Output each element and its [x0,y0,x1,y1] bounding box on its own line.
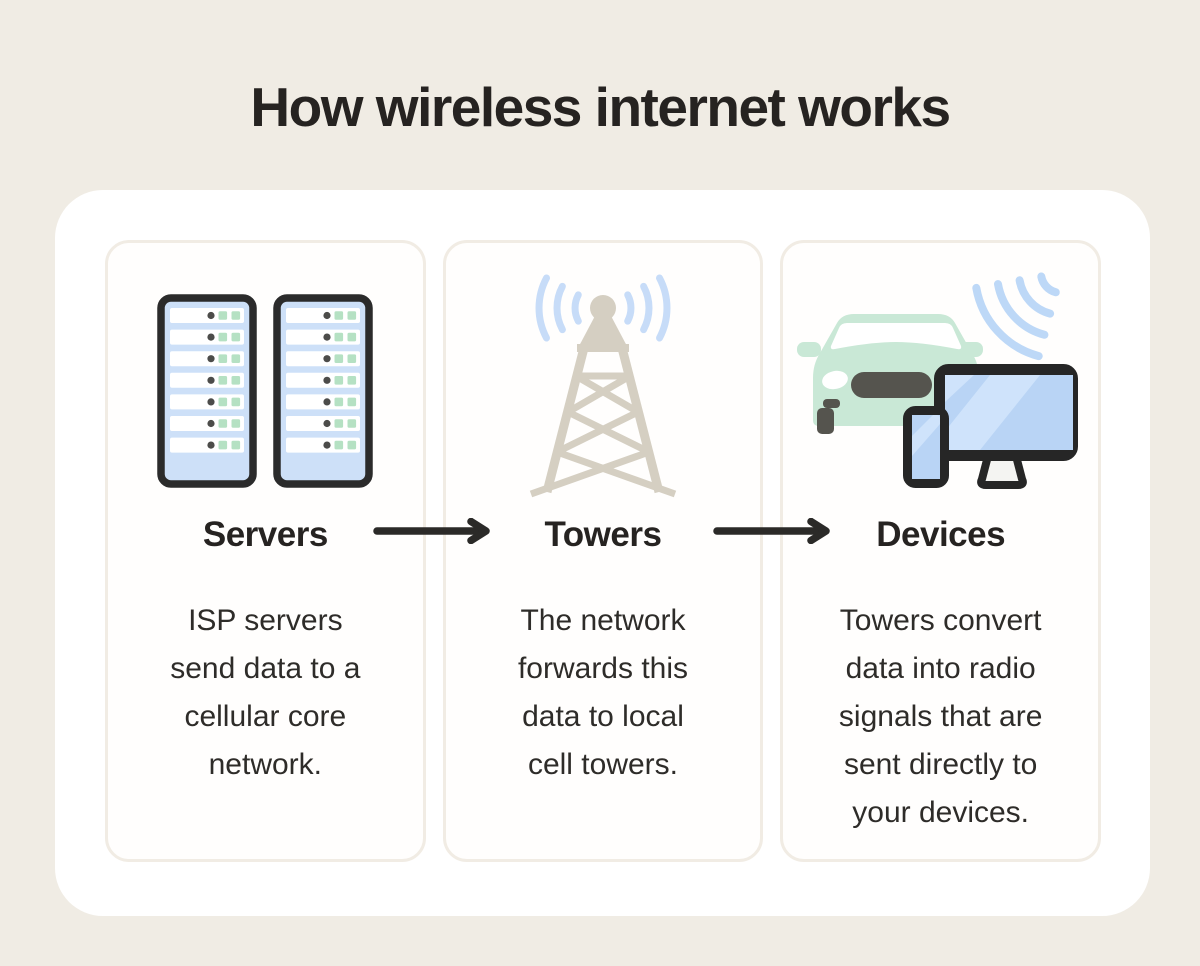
devices-icon [796,272,1078,489]
monitor-stand-icon [976,451,1027,489]
signal-waves-icon [971,272,1060,360]
panel-towers: Towers The network forwards this data to… [442,240,764,862]
server-racks-icon [157,293,374,488]
panel-desc-servers: ISP servers send data to a cellular core… [170,604,361,781]
monitor-icon [933,363,1078,461]
panel-desc-devices: Towers convert data into radio signals t… [838,604,1043,829]
devices-icon-box [783,272,1098,508]
content-card: Servers ISP servers send data to a cellu… [55,190,1150,916]
panel-devices: Devices Towers convert data into radio s… [780,240,1101,862]
panel-label-towers: Towers [544,515,662,554]
servers-icon-box [108,273,423,508]
panel-label-servers: Servers [202,515,328,554]
arrow-right-icon [373,518,490,544]
panel-servers: Servers ISP servers send data to a cellu… [105,240,426,862]
page-title: How wireless internet works [250,76,951,138]
arrow-right-icon [713,518,830,544]
panel-desc-towers: The network forwards this data to local … [517,604,689,781]
panel-label-devices: Devices [876,515,1006,554]
phone-icon [902,405,949,488]
towers-icon-box [446,273,761,508]
cell-tower-icon [529,274,677,497]
panels-row: Servers ISP servers send data to a cellu… [105,240,1101,862]
